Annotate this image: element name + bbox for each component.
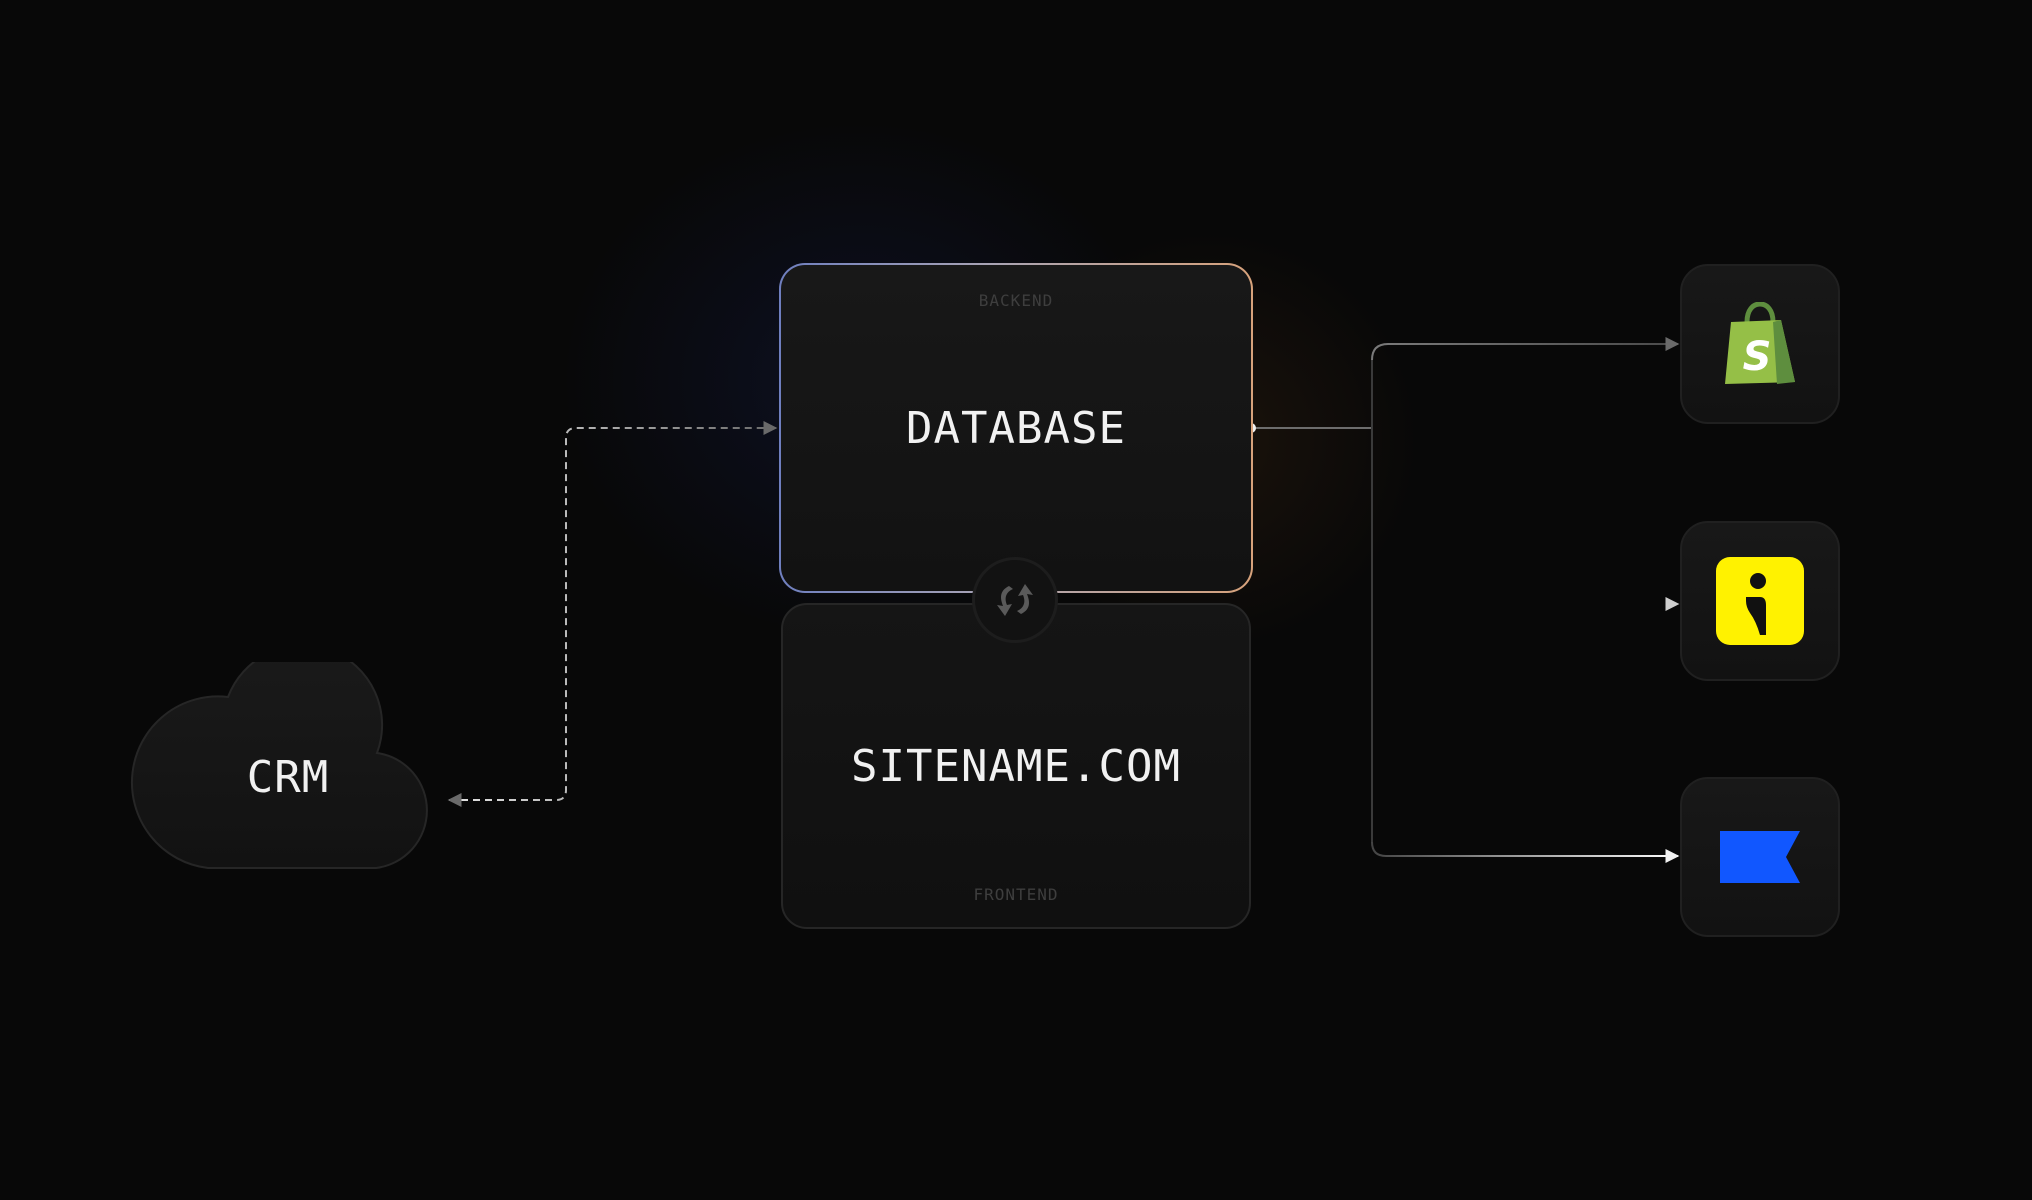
branch-to-app-1 xyxy=(1371,337,1680,361)
crm-cloud: CRM xyxy=(128,644,448,870)
frontend-tag: FRONTEND xyxy=(973,885,1059,904)
svg-text:S: S xyxy=(1743,334,1772,380)
sync-button[interactable] xyxy=(972,557,1058,643)
site-title: SITENAME.COM xyxy=(851,741,1181,792)
branch-to-app-3 xyxy=(1371,841,1680,863)
crm-label: CRM xyxy=(246,752,330,803)
yellow-i-logo-icon xyxy=(1716,557,1804,645)
sync-arrows-icon xyxy=(997,584,1033,616)
crm-to-database-connector xyxy=(447,421,778,807)
blue-flag-logo-icon xyxy=(1720,831,1800,883)
app-tile-1[interactable]: S xyxy=(1680,264,1840,424)
backend-database-card[interactable]: BACKEND DATABASE xyxy=(779,263,1253,593)
app-tile-2[interactable] xyxy=(1680,521,1840,681)
database-title: DATABASE xyxy=(906,403,1126,454)
app-tile-3[interactable] xyxy=(1680,777,1840,937)
shopping-bag-logo-icon: S xyxy=(1725,302,1795,384)
backend-tag: BACKEND xyxy=(978,291,1054,310)
frontend-site-card[interactable]: SITENAME.COM FRONTEND xyxy=(781,603,1251,929)
